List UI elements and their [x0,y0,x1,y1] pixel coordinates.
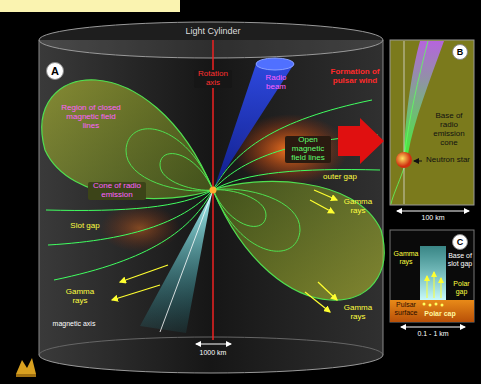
panel-letter: B [457,48,464,57]
magnetic-axis-line [160,190,213,332]
field-line [405,41,428,152]
closed-field-lobe [42,80,213,199]
cylinder-top [39,22,383,58]
axis-label: Rotation axis [194,70,232,88]
scale-label: 1000 km [191,349,235,357]
gamma-label: Gamma rays [392,250,420,266]
slot-gap-column [420,246,446,302]
illustration-part [434,272,435,298]
cylinder-side [39,40,40,355]
panel-badge: C [452,234,468,250]
illustration-part [310,200,334,213]
gamma-ray-arrows [112,190,337,312]
gamma-label: Gamma rays [340,304,376,322]
gamma-label: Gamma rays [340,198,376,216]
scale-bar [401,327,465,328]
gamma-ray-arrows [427,272,441,298]
region-label: Cone of radio emission [88,182,146,200]
scale-label: 100 km [410,214,456,222]
panel-label: Polar gap [450,280,473,296]
closed-field-lobe [213,181,384,300]
cap-label: Polar cap [420,310,460,318]
panel-label: Neutron star [424,156,472,165]
polar-cap-dots [423,303,444,307]
illustration-part [423,303,426,306]
illustration-part [112,285,160,300]
panel-label: Base of radio emission cone [426,112,472,148]
gap-label: Slot gap [66,222,104,231]
cylinder-side [383,40,384,355]
wind-arrow [338,118,384,164]
illustration-part [318,282,337,300]
surface-label: Pulsar surface [391,301,421,317]
illustration-part [16,374,36,377]
beam-label: Radio beam [256,74,296,92]
scale-bar [397,211,469,212]
orange-glow [100,204,180,252]
illustration-part [429,304,432,307]
illustration-part [213,170,380,190]
panel-badge: B [452,44,468,60]
panel-c [390,230,474,322]
rotation-axis-line [404,41,405,204]
panel-b [390,40,474,205]
scale-label: 0.1 - 1 km [400,330,466,338]
region-label: Region of closed magnetic field lines [60,104,122,131]
illustration-part [42,80,213,199]
radio-beam-end [256,58,294,70]
illustration-part [435,303,438,306]
field-line [391,168,404,204]
illustration-part [441,278,442,298]
illustration-part [441,304,444,307]
cylinder-bottom-front [39,355,383,373]
panel-label: Base of slot gap [447,252,473,268]
illustration-part [16,358,36,374]
gap-label: outer gap [320,173,360,182]
illustration-part [305,292,330,312]
gamma-label: Gamma rays [62,288,98,306]
axis-label: magnetic axis [52,320,96,328]
scale-bar [196,344,231,345]
wind-label: Formation of pulsar wind [330,68,380,86]
panel-badge: A [46,62,64,80]
neutron-star [210,187,217,194]
title-label: Light Cylinder [178,26,248,36]
illustration-part [314,190,337,200]
illustration-part [120,265,168,282]
illustration-part [427,276,428,298]
panel-letter: C [457,238,464,247]
panel-letter: A [51,66,59,77]
field-label: Open magnetic field lines [285,136,331,163]
header-strip [0,0,180,12]
neutron-star [396,152,412,168]
logo [16,358,36,377]
pointer-arrow [414,161,422,162]
illustration-part [160,154,213,191]
pulsar-surface [390,300,474,322]
slot-gap-cone [140,193,212,333]
